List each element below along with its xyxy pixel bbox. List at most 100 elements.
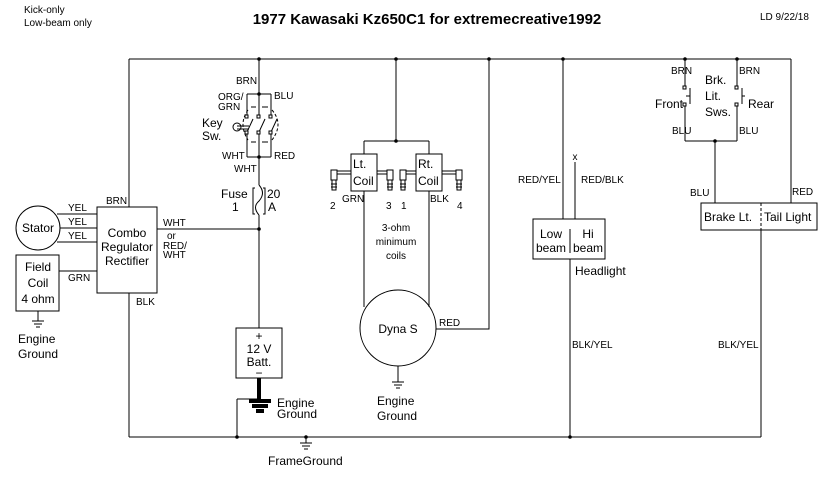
regulator-out-2: or [167, 231, 177, 242]
regulator-label-1: Combo [108, 226, 147, 240]
hi-beam-wire-label: RED/BLK [581, 175, 624, 186]
spark-plug-4 [442, 169, 463, 191]
frame-ground-symbol [300, 437, 312, 450]
brake-sw-label-1: Brk. [705, 73, 726, 87]
headlight-ground-wire-label: BLK/YEL [572, 340, 613, 351]
tail-ground-wire-label: BLK/YEL [718, 340, 759, 351]
key-wire-blu: BLU [274, 91, 293, 102]
key-wire-brn: BRN [236, 76, 257, 87]
battery-ground-2: Ground [277, 407, 317, 421]
brake-sw-wire-blu-right: BLU [739, 126, 758, 137]
left-coil-label-2: Coil [353, 174, 374, 188]
low-beam-label-2: beam [536, 241, 566, 255]
spark-plug-2 [330, 169, 351, 191]
coil-note-2: minimum [376, 237, 417, 248]
key-wire-wht-left: WHT [222, 151, 245, 162]
right-coil-label-2: Coil [418, 174, 439, 188]
plug-number-3: 3 [386, 201, 392, 212]
low-beam-label-1: Low [540, 227, 562, 241]
left-coil-label-1: Lt. [353, 157, 366, 171]
brake-sw-wire-brn-left: BRN [671, 66, 692, 77]
right-coil-label-1: Rt. [418, 157, 433, 171]
field-coil-wire-label: GRN [68, 273, 90, 284]
key-switch-label-2: Sw. [202, 129, 221, 143]
stator-wire-label-1: YEL [68, 203, 87, 214]
front-switch-label: Front [655, 97, 684, 111]
coil-note-3: coils [386, 251, 406, 262]
brake-light-label: Brake Lt. [704, 210, 752, 224]
fuse-rating-1: 20 [267, 187, 281, 201]
dyna-wire-red: RED [439, 318, 460, 329]
key-wire-wht-bottom: WHT [234, 164, 257, 175]
hi-beam-label-2: beam [573, 241, 603, 255]
key-wire-orggrn-1: ORG/ [218, 92, 244, 103]
right-coil-box [415, 153, 443, 192]
hi-beam-wire-end: x [573, 152, 578, 163]
battery-ground-icon [249, 378, 271, 413]
field-coil-box [15, 254, 60, 312]
key-switch-label-1: Key [202, 116, 223, 130]
coil-wiring [363, 59, 430, 307]
stator-wire-label-2: YEL [68, 217, 87, 228]
regulator-wire-blk: BLK [136, 297, 155, 308]
battery-minus: − [255, 366, 262, 380]
brake-sw-out-wire: BLU [690, 188, 709, 199]
note-kick-only: Kick-only [24, 5, 65, 16]
field-coil-ground-icon [32, 311, 44, 328]
brake-switches [682, 59, 745, 203]
regulator-out-1: WHT [163, 218, 186, 229]
brake-sw-wire-brn-right: BRN [739, 66, 760, 77]
spark-plug-1 [399, 169, 416, 191]
regulator-box [96, 206, 158, 294]
bottom-bus [129, 398, 761, 439]
author-date: LD 9/22/18 [760, 12, 809, 23]
key-switch [232, 59, 279, 185]
tail-light-label: Tail Light [764, 210, 812, 224]
regulator-out-4: WHT [163, 250, 186, 261]
left-coil-box [350, 153, 378, 192]
dyna-ground-2: Ground [377, 409, 417, 423]
key-wire-orggrn-2: GRN [218, 102, 240, 113]
fuse-symbol [252, 184, 266, 330]
battery-box [235, 327, 283, 379]
brake-sw-label-2: Lit. [705, 89, 721, 103]
regulator-out-3: RED/ [163, 241, 187, 252]
field-coil-label-3: 4 ohm [21, 292, 54, 306]
headlight-box [532, 218, 606, 260]
right-coil-wire-blk: BLK [430, 194, 449, 205]
key-wire-red: RED [274, 151, 295, 162]
regulator-wire-brn: BRN [106, 196, 127, 207]
dyna-ground-icon [392, 366, 404, 389]
hi-beam-label-1: Hi [582, 227, 593, 241]
brake-sw-wire-blu-left: BLU [672, 126, 691, 137]
frame-ground-label: FrameGround [268, 454, 343, 468]
rear-switch-label: Rear [748, 97, 774, 111]
diagram-title: 1977 Kawasaki Kz650C1 for extremecreativ… [253, 11, 602, 28]
field-coil-ground-2: Ground [18, 347, 58, 361]
left-coil-wire-grn: GRN [342, 194, 364, 205]
plug-number-4: 4 [457, 201, 463, 212]
stator-wire-label-3: YEL [68, 231, 87, 242]
dyna-s-label: Dyna S [378, 322, 417, 336]
field-coil-label-1: Field [25, 260, 51, 274]
plug-number-2: 2 [330, 201, 336, 212]
fuse-label-2: 1 [232, 200, 239, 214]
tail-light-box [700, 202, 818, 231]
battery-label-2: Batt. [247, 355, 272, 369]
fuse-label-1: Fuse [221, 187, 248, 201]
battery-label-1: 12 V [247, 342, 272, 356]
battery-plus: + [255, 329, 262, 343]
brake-sw-label-3: Sws. [705, 105, 731, 119]
dyna-red-wire [436, 59, 490, 330]
low-beam-wire-label: RED/YEL [518, 175, 561, 186]
field-coil-ground-1: Engine [18, 332, 56, 346]
regulator-label-2: Regulator [101, 240, 153, 254]
dyna-ground-1: Engine [377, 394, 415, 408]
regulator-label-3: Rectifier [105, 254, 149, 268]
fuse-rating-2: A [268, 200, 276, 214]
spark-plug-3 [377, 169, 394, 191]
battery-ground-1: Engine [277, 396, 315, 410]
field-coil-label-2: Coil [28, 276, 49, 290]
stator-label: Stator [22, 221, 54, 235]
tail-wire-red: RED [792, 187, 813, 198]
